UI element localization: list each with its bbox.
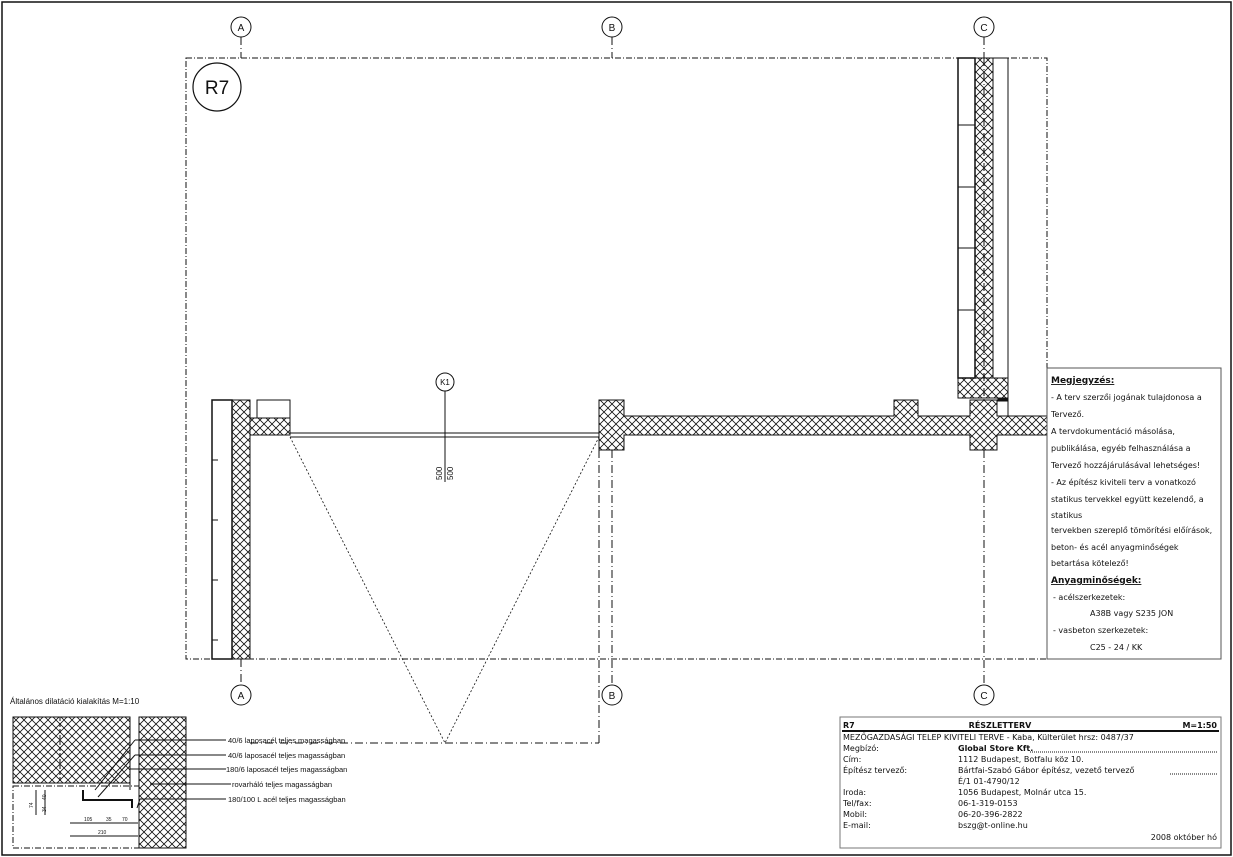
notes-heading: Megjegyzés: — [1051, 375, 1114, 386]
sheet-id: R7 — [843, 721, 855, 730]
sheet-type: RÉSZLETTERV — [969, 719, 1032, 730]
axis-marker-b-bottom: B — [601, 684, 623, 706]
row-label: Építész tervező: — [843, 764, 907, 775]
dimension-label: 70 — [122, 817, 128, 823]
license-value: É/1 01-4790/12 — [958, 775, 1020, 786]
section-marker-label: K1 — [440, 378, 450, 387]
note-line: statikus tervekkel együtt kezelendő, a — [1051, 495, 1204, 504]
row-label: E-mail: — [843, 821, 871, 830]
dimension-label: 210 — [98, 830, 107, 836]
axis-marker-c-bottom: C — [973, 684, 995, 706]
axis-label: B — [609, 23, 616, 34]
plan-boundary — [185, 57, 1048, 660]
note-line: tervekben szereplő tömörítési előírások, — [1051, 525, 1212, 535]
callout-label: 180/100 L acél teljes magasságban — [228, 795, 346, 804]
dimension-label: 105 — [84, 817, 93, 823]
row-label: Tel/fax: — [842, 799, 872, 808]
detail-title: Általános dilatáció kialakítás M=1:10 — [10, 697, 140, 706]
axis-lines — [240, 37, 985, 744]
left-wall — [211, 399, 291, 660]
axis-label: C — [980, 691, 987, 702]
row-label: Mobil: — [843, 810, 867, 819]
note-line: Tervező. — [1050, 410, 1084, 419]
email-value: bszg@t-online.hu — [958, 821, 1028, 830]
note-line: betartása kötelező! — [1051, 559, 1129, 568]
architect-value: Bártfai-Szabó Gábor építész, vezető terv… — [958, 765, 1135, 775]
row-label: Cím: — [843, 755, 861, 764]
dimension-label: 34 — [42, 806, 48, 812]
row-label: Megbízó: — [843, 743, 879, 753]
axis-marker-a-top: A — [230, 16, 252, 38]
office-value: 1056 Budapest, Molnár utca 15. — [958, 788, 1086, 797]
date: 2008 október hó — [1151, 832, 1217, 842]
steel-value: A38B vagy S235 JON — [1090, 609, 1173, 618]
axis-label: A — [238, 23, 245, 34]
axis-label: A — [238, 691, 245, 702]
axis-marker-b-top: B — [601, 16, 623, 38]
title-block: R7 RÉSZLETTERV M=1:50 MEZŐGAZDASÁGI TELE… — [839, 716, 1222, 849]
callout-label: 180/6 laposacél teljes magasságban — [226, 765, 347, 774]
dimension-label: 500 — [446, 466, 455, 480]
section-marker-k1: K1 500 500 — [435, 372, 455, 482]
steel-label: - acélszerkezetek: — [1053, 592, 1125, 602]
axis-marker-c-top: C — [973, 16, 995, 38]
note-line: - A terv szerzői jogának tulajdonosa a — [1051, 393, 1202, 402]
dimension-label: 40 — [42, 794, 48, 800]
dimension-label: 35 — [106, 817, 112, 823]
axis-marker-a-bottom: A — [230, 684, 252, 706]
dimension-label: 74 — [29, 802, 35, 808]
note-line: publikálása, egyéb felhasználása a — [1051, 443, 1191, 453]
address-value: 1112 Budapest, Botfalu köz 10. — [958, 755, 1084, 764]
right-wall — [957, 57, 1009, 416]
note-line: - Az építész kiviteli terv a vonatkozó — [1051, 477, 1196, 487]
detail-id: R7 — [205, 78, 229, 99]
dilatation-detail: Általános dilatáció kialakítás M=1:10 40… — [10, 697, 347, 849]
client-value: Global Store Kft. — [958, 744, 1033, 753]
callout-label: rovarháló teljes magasságban — [232, 780, 332, 789]
sheet-scale: M=1:50 — [1182, 721, 1217, 730]
detail-id-marker: R7 — [192, 62, 242, 112]
concrete-label: - vasbeton szerkezetek: — [1053, 626, 1148, 635]
callout-label: 40/6 laposacél teljes magasságban — [228, 751, 345, 760]
opening-swing-lines — [289, 436, 600, 744]
concrete-value: C25 - 24 / KK — [1090, 643, 1143, 652]
notes-box: Megjegyzés: - A terv szerzői jogának tul… — [1046, 367, 1222, 660]
note-line: beton- és acél anyagminőségek — [1051, 542, 1179, 552]
axis-label: C — [980, 23, 987, 34]
phone-value: 06-1-319-0153 — [958, 799, 1018, 808]
note-line: Tervező hozzájárulásával lehetséges! — [1050, 460, 1200, 470]
project-title: MEZŐGAZDASÁGI TELEP KIVITELI TERVE - Kab… — [843, 731, 1134, 742]
callout-label: 40/6 laposacél teljes magasságban — [228, 736, 345, 745]
row-label: Iroda: — [843, 788, 866, 797]
axis-label: B — [609, 691, 616, 702]
materials-heading: Anyagminőségek: — [1051, 575, 1141, 586]
note-line: A tervdokumentáció másolása, — [1051, 426, 1175, 436]
column-b-and-beam — [598, 399, 1048, 451]
note-line: statikus — [1051, 511, 1082, 520]
mobile-value: 06-20-396-2822 — [958, 810, 1023, 819]
dimension-label: 500 — [435, 466, 444, 480]
